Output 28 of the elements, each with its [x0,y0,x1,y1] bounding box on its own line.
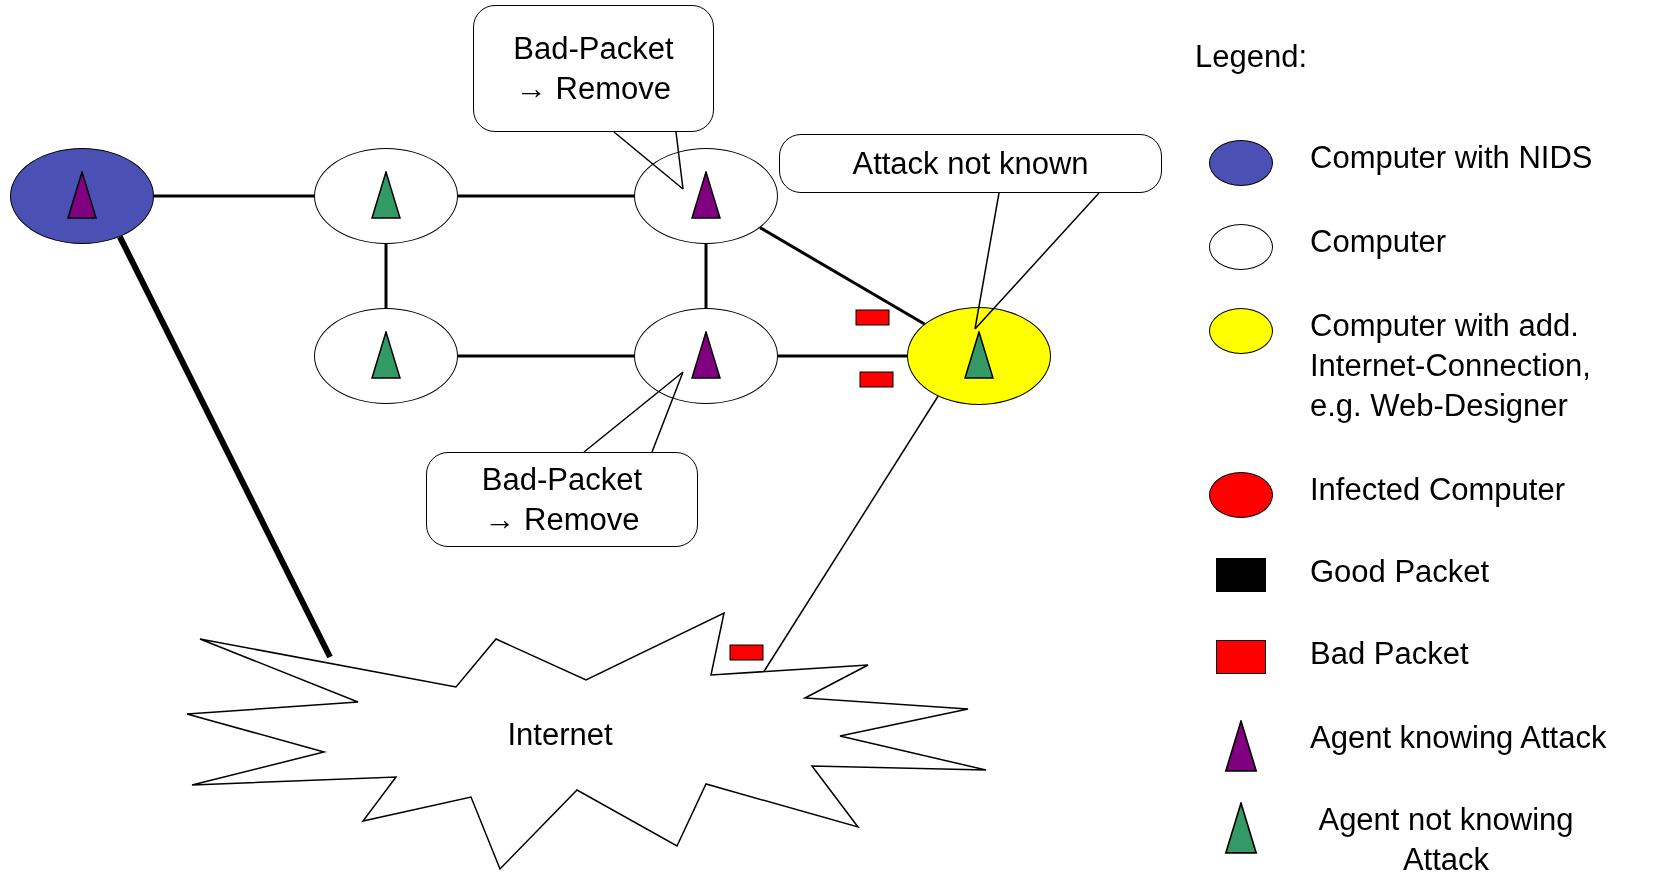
legend-title: Legend: [1195,38,1308,76]
callout-text: Bad-Packet → Remove [480,460,644,539]
callout-tail [974,192,1100,330]
callout-text: Attack not known [852,144,1089,183]
legend-text: Infected Computer [1310,471,1567,509]
callout-tail [583,371,684,453]
callout-bubble [473,5,714,132]
callout-bubble [779,134,1162,193]
legend-text: Computer with add. Internet-Connection, e.g. Web-Designer [1310,307,1592,425]
connection-line [759,226,926,326]
connection-line [384,244,388,308]
callout-bubble [426,452,698,547]
legend-text: Good Packet [1310,553,1491,591]
legend-text: Bad Packet [1310,635,1470,673]
connection-line [458,354,634,358]
connection-line [704,244,708,308]
node-label: Internet [507,716,613,755]
legend-text: Computer [1310,223,1448,261]
legend-text: Agent knowing Attack [1310,719,1608,757]
callout-text: Bad-Packet → Remove [512,29,675,108]
connection-line [762,395,939,674]
legend-text: Agent not knowing Attack [1317,801,1575,879]
connection-line [117,235,333,659]
connection-line [458,194,634,198]
callout-tail [613,131,684,190]
legend-text: Computer with NIDS [1310,139,1594,177]
connection-line [778,354,907,358]
connection-line [154,194,314,198]
